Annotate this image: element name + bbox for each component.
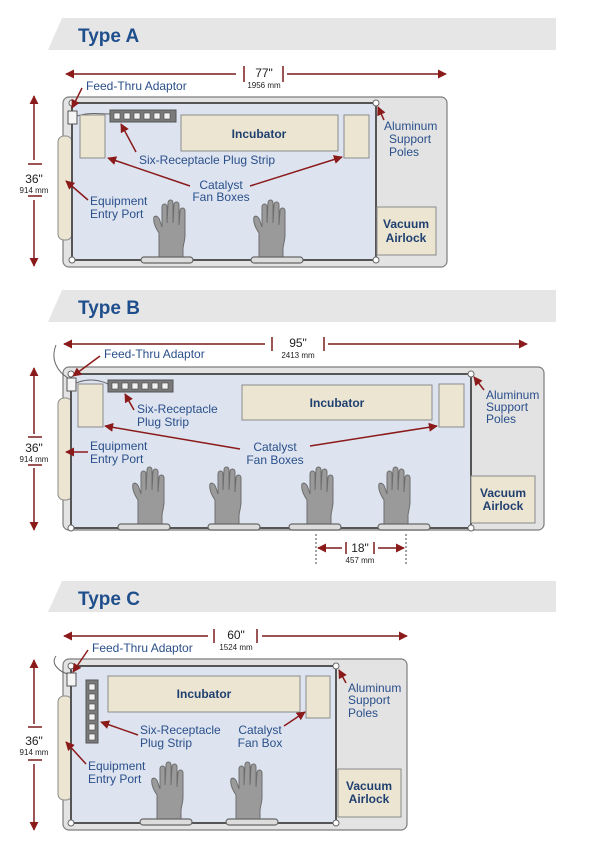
width-inches: 95" bbox=[289, 336, 307, 350]
catalyst-fan-box bbox=[305, 675, 331, 719]
support-label: Support bbox=[389, 132, 432, 146]
incubator bbox=[107, 675, 301, 713]
incubator-label: Incubator bbox=[310, 396, 365, 410]
section-type-a: Type A 77" 1956 mm 36" 914 mm Vacuum Air… bbox=[20, 18, 556, 268]
support-label: Support bbox=[348, 693, 391, 707]
catalyst-fan-box bbox=[343, 114, 370, 159]
support-label: Support bbox=[486, 400, 529, 414]
airlock-label: Airlock bbox=[349, 792, 390, 806]
section-type-b: Type B 95" 2413 mm 36" 914 mm Vacuum Air… bbox=[20, 290, 556, 566]
feed-thru-label: Feed-Thru Adaptor bbox=[92, 641, 193, 655]
support-pole-icon bbox=[68, 256, 76, 264]
support-pole-icon bbox=[332, 662, 340, 670]
airlock-label: Airlock bbox=[386, 231, 427, 245]
feed-thru-adaptor bbox=[67, 110, 78, 125]
catalyst-label: Catalyst bbox=[199, 178, 243, 192]
catalyst-fan-box bbox=[79, 114, 106, 159]
aluminum-label: Aluminum bbox=[486, 388, 539, 402]
depth-mm: 914 mm bbox=[20, 186, 49, 195]
width-mm: 1956 mm bbox=[247, 81, 281, 90]
support-pole-icon bbox=[372, 256, 380, 264]
equipment-entry-port bbox=[57, 695, 73, 801]
fan-boxes-label: Fan Boxes bbox=[246, 453, 303, 467]
equipment-label: Equipment bbox=[88, 759, 146, 773]
airlock-label: Airlock bbox=[483, 499, 524, 513]
entry-port-label: Entry Port bbox=[90, 207, 144, 221]
vacuum-airlock bbox=[470, 475, 536, 524]
incubator bbox=[180, 114, 339, 152]
width-mm: 2413 mm bbox=[281, 351, 315, 360]
aluminum-label: Aluminum bbox=[348, 681, 401, 695]
spacing-inches: 18" bbox=[351, 541, 369, 555]
equipment-label: Equipment bbox=[90, 439, 148, 453]
fan-box-label: Fan Box bbox=[238, 736, 283, 750]
incubator-label: Incubator bbox=[177, 687, 232, 701]
catalyst-label: Catalyst bbox=[238, 723, 282, 737]
poles-label: Poles bbox=[348, 706, 378, 720]
plug-strip-label: Plug Strip bbox=[137, 415, 189, 429]
plug-strip-label: Six-Receptacle Plug Strip bbox=[139, 153, 275, 167]
plug-strip-label: Six-Receptacle bbox=[137, 402, 218, 416]
poles-label: Poles bbox=[389, 145, 419, 159]
catalyst-fan-box bbox=[438, 383, 465, 428]
fan-boxes-label: Fan Boxes bbox=[192, 190, 249, 204]
aluminum-label: Aluminum bbox=[384, 119, 437, 133]
section-title: Type A bbox=[78, 26, 140, 47]
section-title: Type C bbox=[78, 589, 140, 610]
plug-strip-label: Plug Strip bbox=[140, 736, 192, 750]
vacuum-airlock bbox=[337, 768, 402, 818]
width-mm: 1524 mm bbox=[219, 643, 253, 652]
depth-inches: 36" bbox=[25, 734, 43, 748]
incubator bbox=[241, 384, 433, 421]
support-pole-icon bbox=[67, 662, 75, 670]
vacuum-label: Vacuum bbox=[480, 486, 526, 500]
depth-mm: 914 mm bbox=[20, 748, 49, 757]
header-bar bbox=[48, 290, 556, 322]
entry-port-label: Entry Port bbox=[90, 452, 144, 466]
width-inches: 60" bbox=[227, 628, 245, 642]
vacuum-label: Vacuum bbox=[383, 217, 429, 231]
entry-port-label: Entry Port bbox=[88, 772, 142, 786]
section-type-c: Type C 60" 1524 mm 36" 914 mm Vacuum Air… bbox=[20, 581, 556, 831]
depth-inches: 36" bbox=[25, 441, 43, 455]
plug-strip-label: Six-Receptacle bbox=[140, 723, 221, 737]
poles-label: Poles bbox=[486, 412, 516, 426]
feed-thru-label: Feed-Thru Adaptor bbox=[86, 79, 187, 93]
incubator-label: Incubator bbox=[232, 127, 287, 141]
equipment-entry-port bbox=[57, 135, 73, 241]
support-pole-icon bbox=[67, 819, 75, 827]
section-title: Type B bbox=[78, 298, 140, 319]
vacuum-label: Vacuum bbox=[346, 779, 392, 793]
catalyst-label: Catalyst bbox=[253, 440, 297, 454]
depth-mm: 914 mm bbox=[20, 455, 49, 464]
header-bar bbox=[48, 581, 556, 612]
equipment-entry-port bbox=[57, 397, 73, 501]
spacing-mm: 457 mm bbox=[346, 556, 375, 565]
catalyst-fan-box bbox=[77, 383, 104, 428]
feed-thru-adaptor bbox=[66, 377, 77, 392]
header-bar bbox=[48, 18, 556, 50]
equipment-label: Equipment bbox=[90, 194, 148, 208]
width-inches: 77" bbox=[255, 66, 273, 80]
feed-thru-adaptor bbox=[66, 672, 77, 687]
support-pole-icon bbox=[467, 524, 475, 532]
vacuum-airlock bbox=[376, 206, 437, 256]
depth-inches: 36" bbox=[25, 172, 43, 186]
support-pole-icon bbox=[67, 524, 75, 532]
support-pole-icon bbox=[467, 370, 475, 378]
support-pole-icon bbox=[372, 99, 380, 107]
support-pole-icon bbox=[332, 819, 340, 827]
feed-thru-label: Feed-Thru Adaptor bbox=[104, 347, 205, 361]
